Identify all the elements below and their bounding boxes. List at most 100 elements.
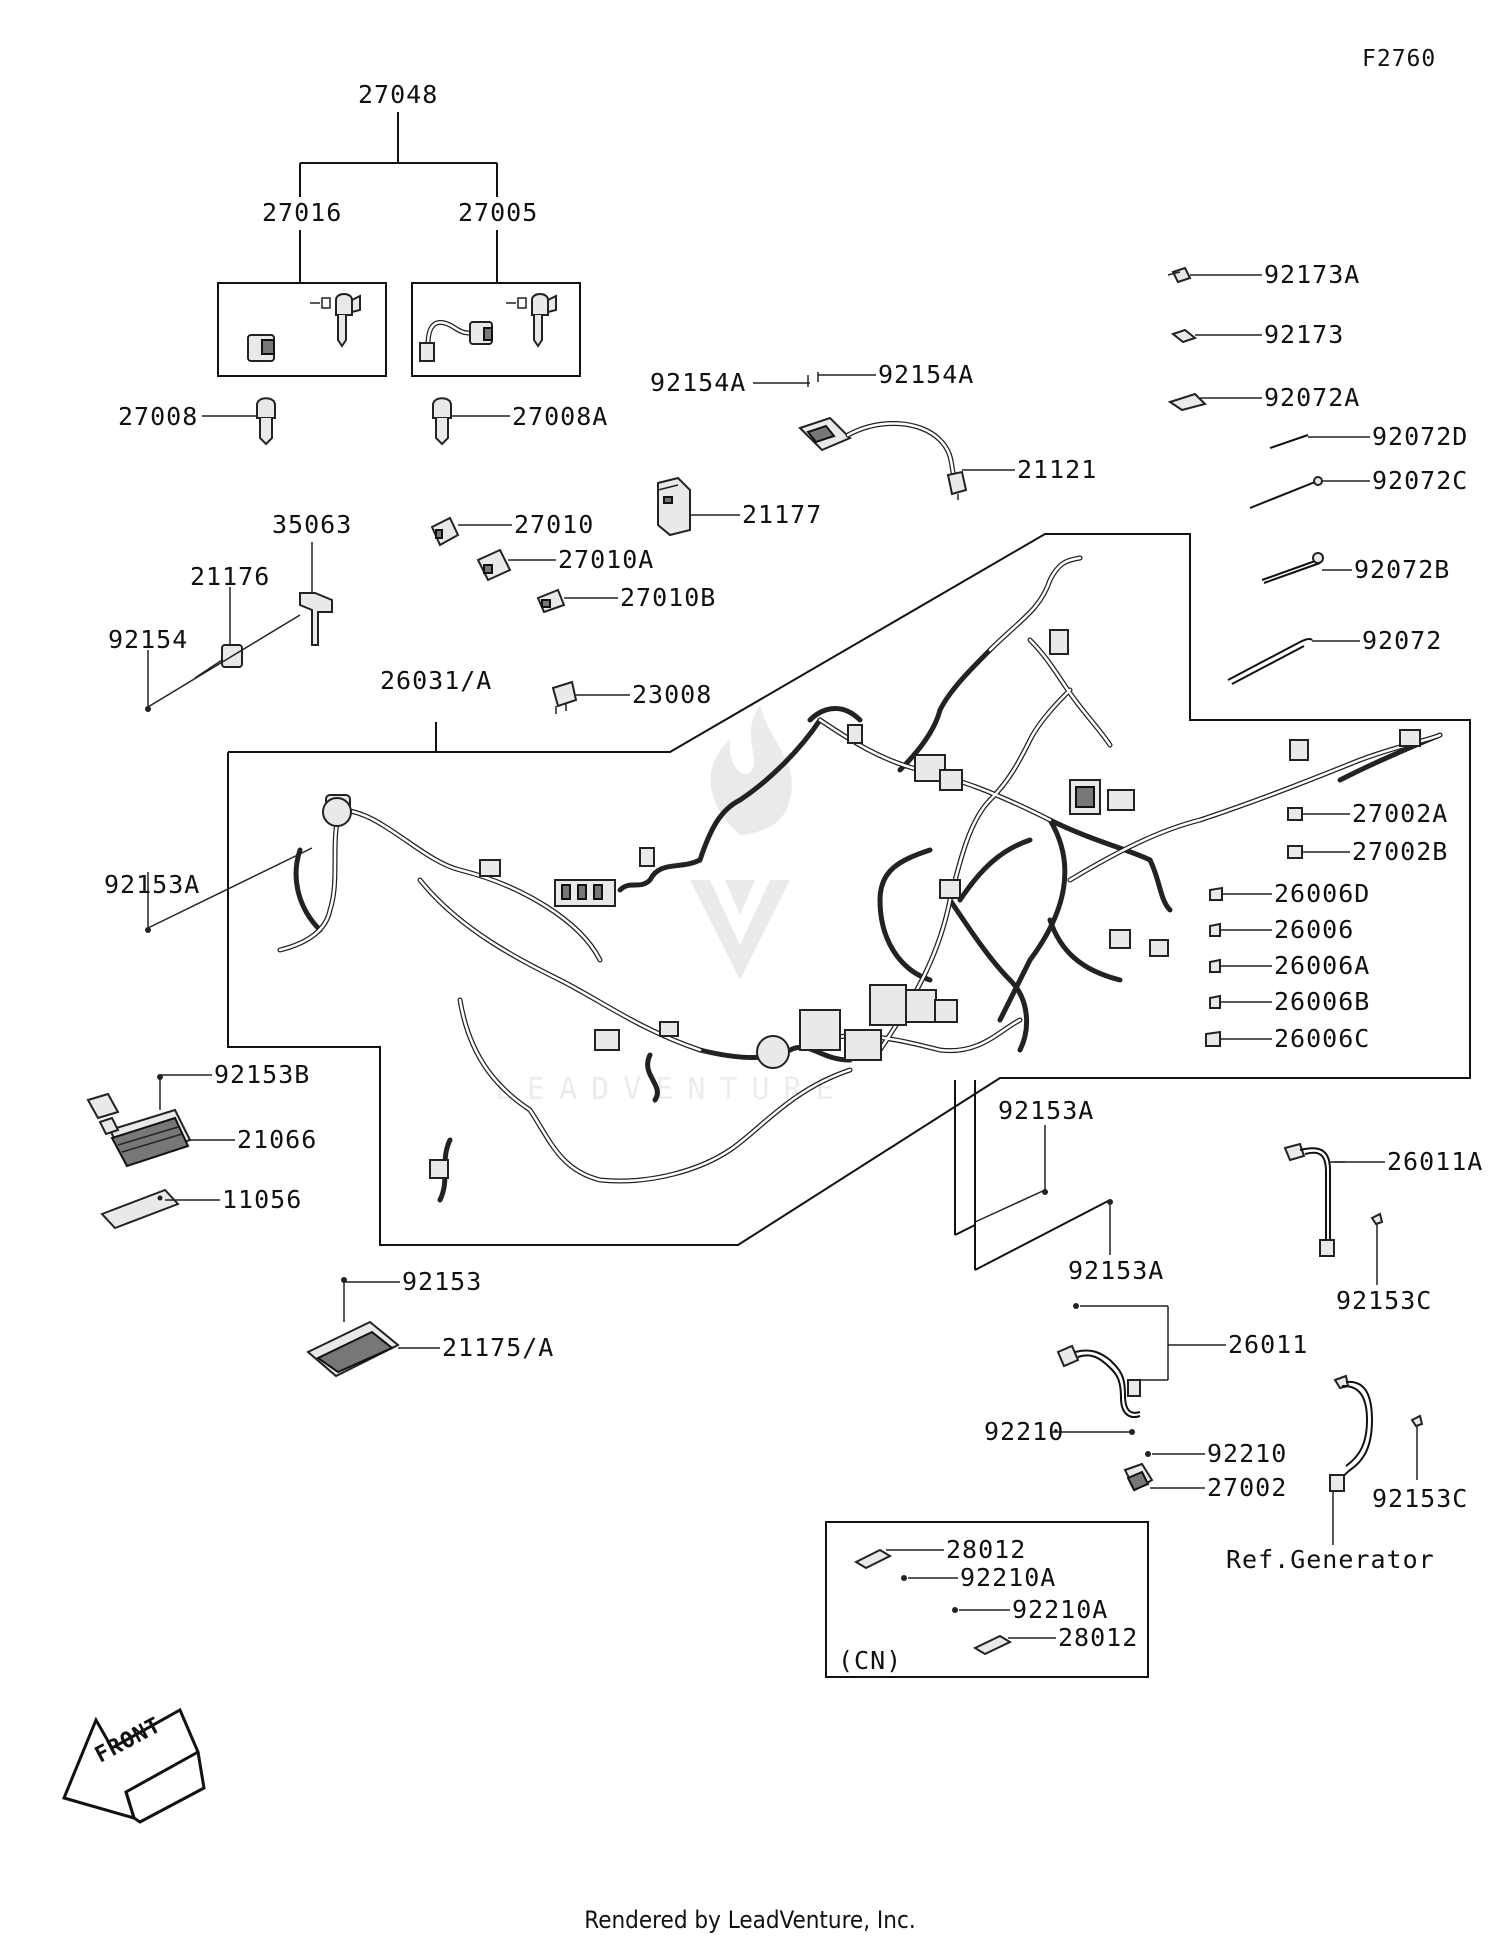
relay-27010b-icon (536, 588, 618, 614)
label-92153a-mid: 92153A (998, 1096, 1095, 1125)
cn-box-label: (CN) (838, 1646, 903, 1675)
plate-11056-icon (100, 1188, 220, 1230)
label-26006a: 26006A (1274, 951, 1371, 980)
label-26006: 26006 (1274, 915, 1355, 944)
label-92072a: 92072A (1264, 383, 1361, 412)
key-27008-icon (202, 397, 276, 446)
label-21066: 21066 (237, 1125, 318, 1154)
clip-26006a-icon (1209, 958, 1272, 973)
label-11056: 11056 (222, 1185, 303, 1214)
clip-26006d-icon (1209, 886, 1272, 901)
label-27010: 27010 (514, 510, 595, 539)
cable-26011-icon (1056, 1303, 1226, 1418)
key-27008a-icon (432, 397, 510, 446)
label-92210-left: 92210 (984, 1417, 1065, 1446)
main-wire-harness (145, 555, 1443, 1203)
ignition-switch-icon (247, 293, 361, 362)
fuse-holder-27002-icon (1123, 1462, 1205, 1492)
ecu-21175a-icon (306, 1277, 440, 1378)
label-92154a-left: 92154A (650, 368, 747, 397)
label-92173a: 92173A (1264, 260, 1361, 289)
bolt-92153c-upper-icon (1370, 1212, 1384, 1285)
label-27008: 27008 (118, 402, 199, 431)
label-92153b: 92153B (214, 1060, 311, 1089)
sensor-bracket-icon (145, 542, 333, 712)
footer-credit: Rendered by LeadVenture, Inc. (584, 1906, 916, 1934)
label-21175a: 21175/A (442, 1333, 555, 1362)
label-28012-bottom: 28012 (1058, 1623, 1139, 1652)
tie-92072c-icon (1249, 476, 1370, 509)
label-92072c: 92072C (1372, 466, 1469, 495)
label-92173: 92173 (1264, 320, 1345, 349)
label-26011: 26011 (1228, 1330, 1309, 1359)
fuse-27002a-icon (1287, 807, 1350, 821)
label-27048: 27048 (358, 80, 439, 109)
label-21177: 21177 (742, 500, 823, 529)
label-92072: 92072 (1362, 626, 1443, 655)
ref-generator-note: Ref.Generator (1226, 1545, 1435, 1574)
label-92210a-top: 92210A (960, 1563, 1057, 1592)
watermark-logo (690, 705, 792, 980)
label-27002b: 27002B (1352, 837, 1449, 866)
clip-92173a-icon (1167, 266, 1262, 284)
tie-92072-icon (1227, 637, 1360, 685)
label-21176: 21176 (190, 562, 271, 591)
bolt-92153c-lower-icon (1410, 1414, 1424, 1480)
label-92153c-lower: 92153C (1372, 1484, 1469, 1513)
label-21121: 21121 (1017, 455, 1098, 484)
label-26011a: 26011A (1387, 1147, 1484, 1176)
clip-26006-icon (1209, 922, 1272, 937)
clip-92173-icon (1170, 328, 1262, 344)
label-92210-right: 92210 (1207, 1439, 1288, 1468)
tie-92072d-icon (1269, 434, 1370, 449)
label-28012-top: 28012 (946, 1535, 1027, 1564)
ground-lead-group (954, 1080, 1113, 1271)
label-92153a-left: 92153A (104, 870, 201, 899)
label-26006b: 26006B (1274, 987, 1371, 1016)
figure-code: F2760 (1362, 46, 1437, 72)
label-26006c: 26006C (1274, 1024, 1371, 1053)
ignition-switch-harness-icon (419, 293, 557, 362)
label-92153c-upper: 92153C (1336, 1286, 1433, 1315)
label-92072b: 92072B (1354, 555, 1451, 584)
front-direction-arrow (61, 1707, 206, 1824)
tie-92072b-icon (1261, 552, 1352, 584)
cable-26011a-icon (1283, 1142, 1385, 1257)
label-27010b: 27010B (620, 583, 717, 612)
relay-27010-icon (430, 516, 512, 547)
label-92153a-low: 92153A (1068, 1256, 1165, 1285)
module-21177-icon (657, 476, 740, 537)
fuse-27002b-icon (1287, 845, 1350, 859)
label-92210a-bottom: 92210A (1012, 1595, 1109, 1624)
clip-92072a-icon (1167, 392, 1262, 412)
generator-cable-icon (1329, 1374, 1374, 1545)
label-92072d: 92072D (1372, 422, 1469, 451)
label-27002a: 27002A (1352, 799, 1449, 828)
screw-92154a-pair (753, 372, 876, 387)
relay-27010a-icon (476, 548, 556, 582)
label-26006d: 26006D (1274, 879, 1371, 908)
flasher-23008-icon (551, 680, 630, 714)
label-26031a: 26031/A (380, 666, 493, 695)
label-27008a: 27008A (512, 402, 609, 431)
clip-26006b-icon (1209, 994, 1272, 1009)
label-23008: 23008 (632, 680, 713, 709)
label-35063: 35063 (272, 510, 353, 539)
label-27005: 27005 (458, 198, 539, 227)
label-92154: 92154 (108, 625, 189, 654)
label-92153: 92153 (402, 1267, 483, 1296)
clip-26006c-icon (1205, 1030, 1272, 1047)
label-92154a-right: 92154A (878, 360, 975, 389)
label-27010a: 27010A (558, 545, 655, 574)
regulator-21066-icon (86, 1074, 235, 1168)
nut-92210-icon (1052, 1429, 1205, 1457)
label-27016: 27016 (262, 198, 343, 227)
key-set-tree (217, 112, 581, 377)
sensor-21121-icon (798, 416, 1015, 500)
label-27002: 27002 (1207, 1473, 1288, 1502)
harness-group-outline (227, 533, 1471, 1246)
watermark-text: LEADVENTURE (495, 1072, 848, 1107)
cn-variant-box (825, 1521, 1149, 1678)
